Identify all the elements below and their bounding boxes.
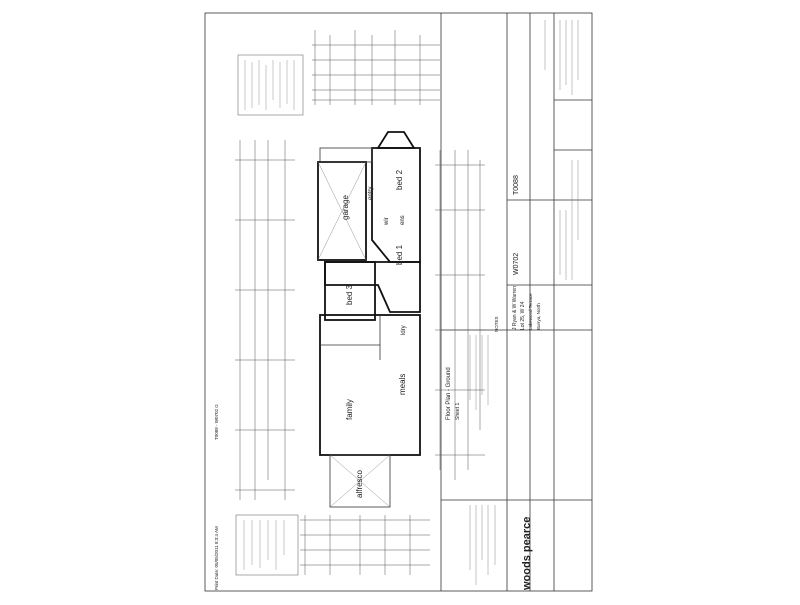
- alfresco-outline: [329, 454, 391, 508]
- suburb-text: Lakewood Terrace: [528, 293, 533, 330]
- print-date: Print Date: 05/05/2011 8:3:4 AM: [214, 526, 219, 590]
- left-dimensions: [235, 140, 295, 500]
- sheet-number: Sheet 1: [455, 403, 461, 420]
- room-labels: garage entry bed 2 wir ens bed 1 bed 3 l…: [341, 169, 407, 498]
- room-family: family: [345, 399, 354, 420]
- bottom-dimensions: [300, 515, 430, 575]
- room-entry: entry: [368, 187, 374, 200]
- mid-section-outline: [324, 261, 421, 313]
- title-block: Floor Plan - Ground Sheet 1 NOTES J Ryan…: [446, 175, 541, 591]
- bed3-outline: [324, 261, 376, 321]
- room-bed1: bed 1: [395, 244, 404, 265]
- room-garage: garage: [341, 195, 350, 220]
- client-name: J Ryan & W Warren: [512, 286, 518, 330]
- drawing-number: W0702: [513, 253, 520, 275]
- room-ldry: ldry: [401, 325, 407, 335]
- address-text: Burrya, North: [536, 303, 541, 330]
- company-logo: woods pearce: [521, 517, 533, 591]
- lot-text: Lot 25, W 24: [520, 301, 526, 330]
- notes-header: NOTES: [494, 316, 499, 332]
- legend-box: [235, 514, 299, 576]
- top-dimensions: [312, 30, 440, 105]
- room-bed3: bed 3: [345, 284, 354, 305]
- right-dimensions: [435, 150, 485, 480]
- file-reference: T0088 - W0702 G: [214, 404, 219, 440]
- job-number: T0088: [513, 175, 520, 195]
- room-wir: wir: [384, 217, 390, 226]
- room-alfresco: alfresco: [355, 469, 364, 498]
- bay-window: [376, 131, 416, 149]
- room-ens: ens: [400, 215, 406, 225]
- sheet-title: Floor Plan - Ground: [446, 367, 452, 420]
- room-meals: meals: [398, 374, 407, 395]
- bed2-outline: [371, 147, 421, 263]
- building-walls: [317, 131, 421, 508]
- note-box-top: [237, 54, 304, 116]
- sheet-border: [204, 12, 593, 592]
- room-bed2: bed 2: [395, 169, 404, 190]
